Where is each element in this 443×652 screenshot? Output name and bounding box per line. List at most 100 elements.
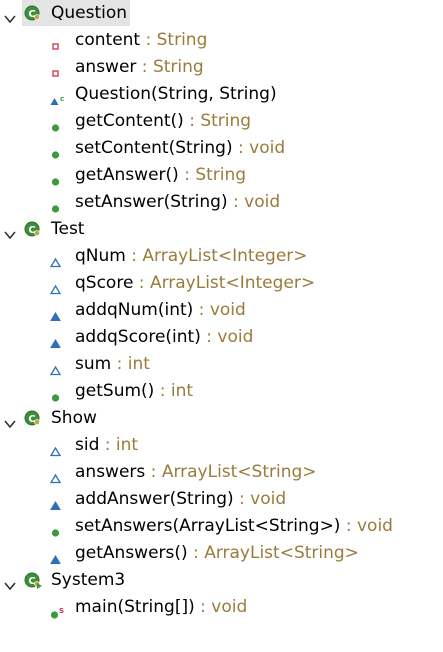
- type-separator: :: [99, 435, 116, 455]
- member-label: qScore : ArrayList<Integer>: [75, 270, 315, 297]
- member-label: getSum() : int: [75, 378, 193, 405]
- member-type: ArrayList<String>: [161, 462, 317, 482]
- class-row-system3[interactable]: C System3: [0, 567, 443, 594]
- field-row[interactable]: sum : int: [0, 351, 443, 378]
- member-type: ArrayList<String>: [204, 543, 359, 563]
- chevron-down-icon[interactable]: [4, 412, 16, 429]
- class-row-question[interactable]: C Question: [0, 0, 443, 27]
- method-row[interactable]: addqScore(int) : void: [0, 324, 443, 351]
- member-label: getAnswers() : ArrayList<String>: [75, 540, 359, 567]
- field-row[interactable]: answer : String: [0, 54, 443, 81]
- static-method-icon: S: [48, 602, 68, 619]
- selection-highlight: [22, 0, 130, 26]
- member-label: main(String[]) : void: [75, 594, 247, 621]
- member-name: getAnswers(): [75, 543, 188, 563]
- public-method-icon: [48, 116, 68, 132]
- type-separator: :: [154, 381, 171, 401]
- member-type: ArrayList<Integer>: [142, 246, 308, 266]
- member-label: getContent() : String: [75, 108, 251, 135]
- member-label: addqScore(int) : void: [75, 324, 253, 351]
- member-label: getAnswer() : String: [75, 162, 246, 189]
- chevron-down-icon[interactable]: [4, 574, 16, 591]
- member-label: answers : ArrayList<String>: [75, 459, 317, 486]
- member-name: addqScore(int): [75, 327, 201, 347]
- svg-text:C: C: [28, 225, 35, 236]
- member-name: qNum: [75, 246, 126, 266]
- method-row[interactable]: setAnswers(ArrayList<String>) : void: [0, 513, 443, 540]
- type-separator: :: [232, 138, 250, 158]
- class-name: Test: [51, 219, 85, 239]
- public-method-icon: [48, 170, 68, 186]
- type-separator: :: [145, 462, 162, 482]
- class-name: Show: [51, 408, 97, 428]
- field-row[interactable]: content : String: [0, 27, 443, 54]
- field-row[interactable]: qScore : ArrayList<Integer>: [0, 270, 443, 297]
- method-row[interactable]: addqNum(int) : void: [0, 297, 443, 324]
- field-row[interactable]: answers : ArrayList<String>: [0, 459, 443, 486]
- class-row-show[interactable]: C Show: [0, 405, 443, 432]
- private-field-icon: [48, 35, 68, 50]
- member-label: sum : int: [75, 351, 150, 378]
- method-row[interactable]: setContent(String) : void: [0, 135, 443, 162]
- member-label: setContent(String) : void: [75, 135, 285, 162]
- method-row[interactable]: getContent() : String: [0, 108, 443, 135]
- member-name: getSum(): [75, 381, 155, 401]
- type-separator: :: [140, 30, 157, 50]
- chevron-down-icon[interactable]: [4, 223, 16, 240]
- member-name: addAnswer(String): [75, 489, 234, 509]
- type-separator: :: [133, 273, 150, 293]
- public-method-icon: [48, 386, 68, 402]
- private-field-icon: [48, 62, 68, 77]
- type-separator: :: [125, 246, 143, 266]
- member-name: sum: [75, 354, 112, 374]
- member-name: setContent(String): [75, 138, 233, 158]
- type-separator: :: [200, 327, 218, 347]
- method-row[interactable]: getAnswer() : String: [0, 162, 443, 189]
- member-type: void: [244, 192, 281, 212]
- package-field-icon: [48, 467, 68, 484]
- class-icon: C: [24, 410, 42, 428]
- package-method-icon: [48, 494, 68, 510]
- class-row-test[interactable]: C Test: [0, 216, 443, 243]
- method-row[interactable]: addAnswer(String) : void: [0, 486, 443, 513]
- member-name: addqNum(int): [75, 300, 194, 320]
- method-row[interactable]: getSum() : int: [0, 378, 443, 405]
- member-name: getAnswer(): [75, 165, 179, 185]
- member-label: addAnswer(String) : void: [75, 486, 286, 513]
- member-name: answers: [75, 462, 146, 482]
- member-label: answer : String: [75, 54, 204, 81]
- type-separator: :: [111, 354, 128, 374]
- member-label: setAnswers(ArrayList<String>) : void: [75, 513, 393, 540]
- svg-text:C: C: [28, 576, 35, 587]
- svg-text:C: C: [28, 9, 35, 20]
- method-row[interactable]: c Question(String, String): [0, 81, 443, 108]
- svg-text:c: c: [60, 95, 64, 103]
- member-type: String: [195, 165, 247, 185]
- member-type: String: [200, 111, 252, 131]
- class-icon: C: [24, 5, 42, 23]
- method-row[interactable]: getAnswers() : ArrayList<String>: [0, 540, 443, 567]
- package-method-icon: [48, 548, 68, 564]
- package-field-icon: [48, 251, 68, 268]
- chevron-down-icon[interactable]: [4, 7, 16, 24]
- member-label: addqNum(int) : void: [75, 297, 246, 324]
- field-row[interactable]: qNum : ArrayList<Integer>: [0, 243, 443, 270]
- package-method-icon: [48, 332, 68, 348]
- package-field-icon: [48, 278, 68, 295]
- member-name: setAnswers(ArrayList<String>): [75, 516, 341, 536]
- class-name: System3: [51, 570, 126, 590]
- method-row[interactable]: setAnswer(String) : void: [0, 189, 443, 216]
- member-type: ArrayList<Integer>: [149, 273, 316, 293]
- type-separator: :: [233, 489, 251, 509]
- field-row[interactable]: sid : int: [0, 432, 443, 459]
- member-label: Question(String, String): [75, 81, 277, 108]
- type-separator: :: [227, 192, 245, 212]
- member-label: setAnswer(String) : void: [75, 189, 280, 216]
- type-separator: :: [178, 165, 196, 185]
- package-field-icon: [48, 440, 68, 457]
- class-name: Question: [51, 3, 128, 23]
- type-separator: :: [183, 111, 201, 131]
- member-type: void: [209, 300, 246, 320]
